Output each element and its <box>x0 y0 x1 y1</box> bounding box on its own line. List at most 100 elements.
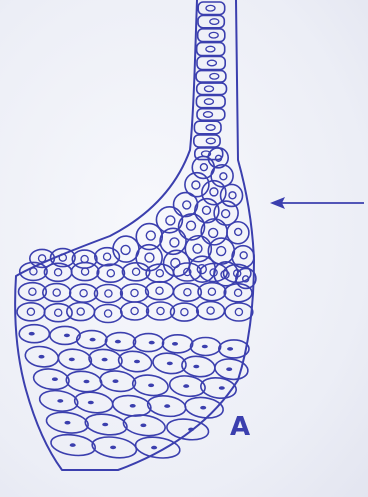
cell-nucleus <box>205 86 214 92</box>
cell-nucleus <box>202 206 210 214</box>
cell <box>174 193 198 217</box>
cell <box>44 304 72 322</box>
cell <box>113 236 139 262</box>
cell-nucleus <box>210 188 218 196</box>
cell <box>121 302 149 320</box>
cell <box>197 302 225 320</box>
cell-nucleus <box>202 345 208 349</box>
cell <box>134 435 181 461</box>
cell <box>94 305 122 323</box>
cell <box>197 83 227 94</box>
cell-nucleus <box>235 228 242 235</box>
cell-nucleus <box>192 181 200 189</box>
cell-nucleus <box>229 192 236 199</box>
cell-nucleus <box>200 164 207 171</box>
cell <box>146 282 174 300</box>
cell <box>196 95 225 107</box>
cell-nucleus <box>164 404 170 408</box>
cell-nucleus <box>55 309 62 316</box>
cell-nucleus <box>167 362 173 366</box>
cell-layer <box>17 2 256 461</box>
cell-nucleus <box>29 288 36 295</box>
cell <box>121 284 149 302</box>
cell <box>174 263 201 281</box>
cell-nucleus <box>193 244 202 253</box>
cell-nucleus <box>222 210 230 218</box>
cell-nucleus <box>209 228 218 237</box>
cell <box>224 284 252 302</box>
cell <box>194 121 221 134</box>
cell-nucleus <box>171 259 180 268</box>
cell-nucleus <box>90 338 96 342</box>
arrow <box>270 197 364 209</box>
cell <box>198 29 225 42</box>
cell-nucleus <box>146 231 155 240</box>
cell-nucleus <box>170 238 179 247</box>
cell-nucleus <box>206 138 215 144</box>
cell-nucleus <box>131 289 138 296</box>
cell-nucleus <box>206 5 215 11</box>
cell-nucleus <box>227 347 233 351</box>
cell-nucleus <box>70 443 76 447</box>
cell-nucleus <box>115 340 121 344</box>
cell-nucleus <box>210 19 219 25</box>
cell-nucleus <box>82 268 89 275</box>
cell <box>95 285 123 303</box>
cell-nucleus <box>102 358 108 362</box>
cell-nucleus <box>110 446 116 450</box>
cell-nucleus <box>121 245 130 254</box>
cell <box>97 264 124 282</box>
cell-nucleus <box>187 221 196 230</box>
cell-nucleus <box>166 216 175 225</box>
cell-nucleus <box>130 404 136 408</box>
cell-nucleus <box>200 406 206 410</box>
cell <box>198 2 225 15</box>
cell <box>67 303 95 321</box>
cell-nucleus <box>148 384 154 388</box>
cell-nucleus <box>157 307 164 314</box>
cell <box>32 367 70 392</box>
cell-nucleus <box>208 288 215 295</box>
cell-nucleus <box>156 270 163 277</box>
cell-nucleus <box>240 252 247 259</box>
cell-nucleus <box>107 270 114 277</box>
cell <box>136 224 162 250</box>
cell <box>225 303 253 321</box>
cell-nucleus <box>69 358 75 362</box>
cell-nucleus <box>84 380 90 384</box>
cell-nucleus <box>64 334 70 338</box>
cell-nucleus <box>55 269 62 276</box>
cell-nucleus <box>220 173 227 180</box>
cell-nucleus <box>207 60 216 66</box>
cell-nucleus <box>207 307 214 314</box>
cell <box>71 263 98 281</box>
cell-nucleus <box>204 99 213 105</box>
cell-nucleus <box>235 289 242 296</box>
cell-nucleus <box>206 46 215 52</box>
cell-nucleus <box>204 112 213 118</box>
cell-nucleus <box>209 32 218 38</box>
cell-nucleus <box>105 290 112 297</box>
cell <box>198 16 224 28</box>
cell <box>17 303 45 321</box>
cell <box>196 71 226 83</box>
cell-nucleus <box>113 379 119 383</box>
cell-nucleus <box>183 384 189 388</box>
cell-nucleus <box>183 201 191 209</box>
cell-nucleus <box>206 125 215 131</box>
cell-nucleus <box>104 253 111 260</box>
cell-nucleus <box>219 386 225 390</box>
cell-nucleus <box>149 341 155 345</box>
cell-nucleus <box>235 308 242 315</box>
cell-nucleus <box>217 247 226 256</box>
cell-nucleus <box>226 367 232 371</box>
cell <box>197 109 225 121</box>
cell-nucleus <box>131 307 138 314</box>
cell-nucleus <box>57 399 63 403</box>
cell <box>57 347 93 371</box>
cell-nucleus <box>145 253 154 262</box>
cell-nucleus <box>39 355 45 359</box>
cell-nucleus <box>29 332 35 336</box>
cell <box>174 283 202 301</box>
